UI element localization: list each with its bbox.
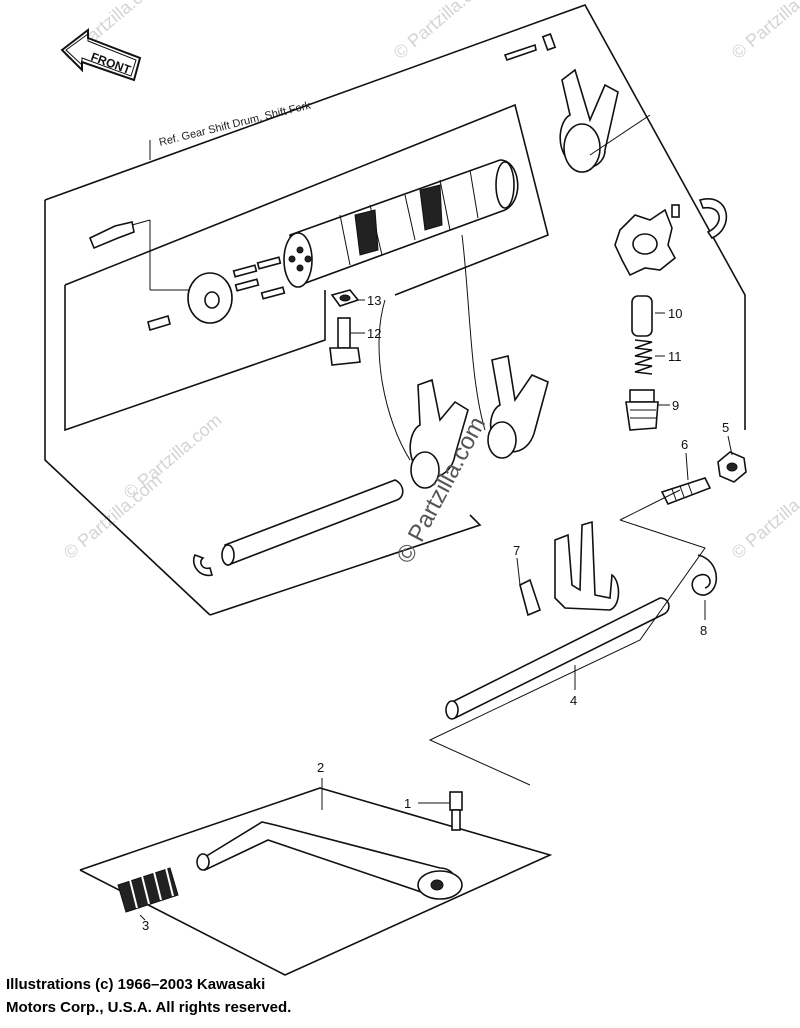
part-1-bolt [449,791,463,831]
part-13-washer [330,289,360,307]
copyright-line-1: Illustrations (c) 1966–2003 Kawasaki [6,976,266,993]
reference-label-group: Ref. Gear Shift Drum, Shift Fork [149,99,313,160]
small-pin-top [503,33,557,62]
shaft-outline [428,519,706,786]
part-9-plug [625,389,659,431]
watermark-top-right: © Partzilla.com [728,0,800,63]
part-10-sleeve [631,295,653,337]
callout-12: 12 [367,326,381,341]
part-5-nut [717,451,747,483]
part-6-pin [660,477,712,506]
copyright-notice: Illustrations (c) 1966–2003 Kawasaki Mot… [6,973,606,1019]
watermark-top-center: © Partzilla.com [390,0,496,63]
part-2-shift-pedal [196,821,463,900]
fork-guide-line-right [461,234,486,431]
callout-9: 9 [672,398,679,413]
callout-5: 5 [722,420,729,435]
shift-fork-left [409,378,469,489]
part-12-bolt [329,317,361,366]
shift-fork-right [487,355,549,459]
callout-6: 6 [681,437,688,452]
shift-drum [283,159,519,288]
callout-7: 7 [513,543,520,558]
callout-10: 10 [668,306,682,321]
neutral-switch [88,219,190,291]
callout-3: 3 [142,918,149,933]
shaft-outline-top [619,489,681,521]
part-4-shift-shaft [445,520,670,720]
part-8-spring [691,554,718,596]
watermark-mid-right: © Partzilla.com [728,470,800,563]
part-3-rubber-grip [117,867,179,913]
reference-label: Ref. Gear Shift Drum, Shift Fork [158,99,313,148]
part-11-spring [634,339,653,375]
outer-panel [44,4,746,616]
lower-pedal-panel [79,787,553,976]
shift-fork-rod [193,479,404,577]
shift-cam-plate [614,198,728,277]
leader-lines [139,299,733,921]
shift-fork-top [559,68,651,173]
drum-plate [147,256,286,332]
fork-guide-line-left [378,299,411,461]
callout-11: 11 [668,349,682,364]
copyright-line-2: Motors Corp., U.S.A. All rights reserved… [6,999,292,1016]
callout-8: 8 [700,623,707,638]
inner-drum-panel [64,103,549,432]
front-arrow-icon: FRONT [60,27,142,82]
callout-4: 4 [570,693,577,708]
callout-1: 1 [404,796,411,811]
callout-labels: 13 12 10 11 9 5 6 7 8 4 2 1 3 [142,293,729,933]
callout-13: 13 [367,293,381,308]
callout-2: 2 [317,760,324,775]
watermark-left-lower: © Partzilla.com [120,410,226,503]
